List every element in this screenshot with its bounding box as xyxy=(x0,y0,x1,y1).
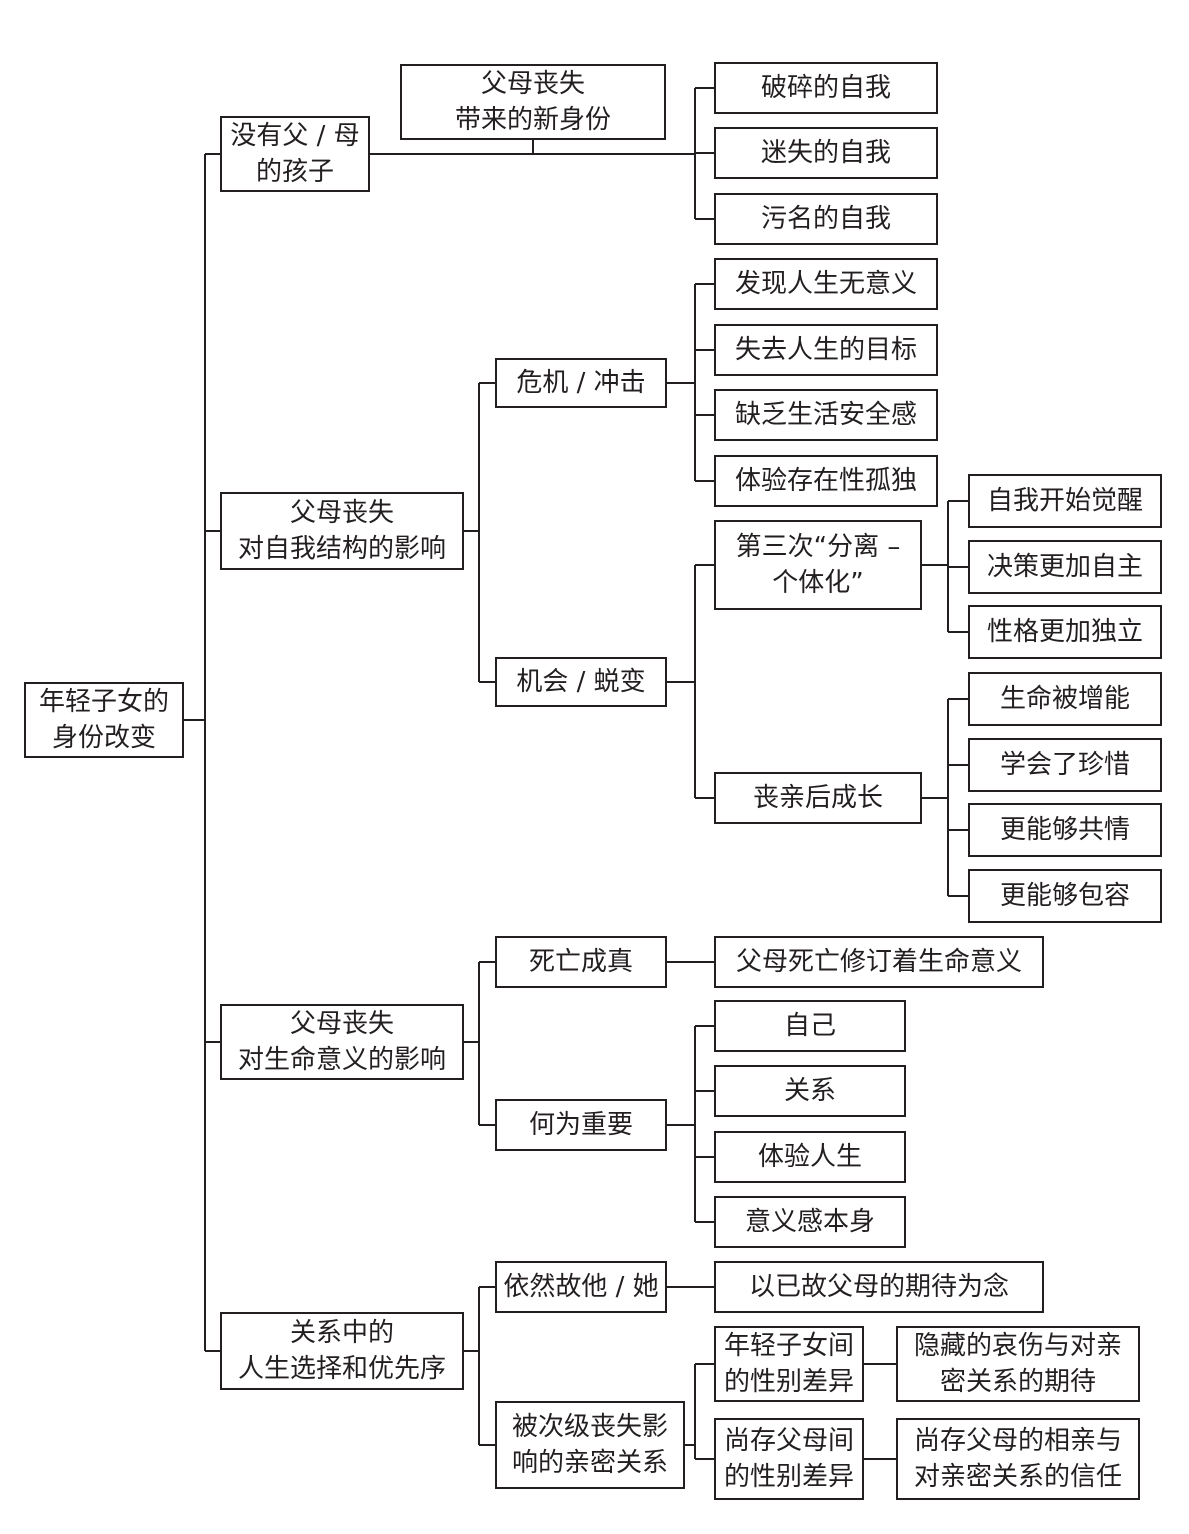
leaf-broken-self: 破碎的自我 xyxy=(714,62,938,114)
leaf-hidden-grief: 隐藏的哀伤与对亲密关系的期待 xyxy=(896,1326,1140,1402)
sub-post-bereavement-growth: 丧亲后成长 xyxy=(714,772,922,824)
sub-parent-gender-diff: 尚存父母间的性别差异 xyxy=(714,1418,864,1500)
leaf-existential-loneliness: 体验存在性孤独 xyxy=(714,455,938,507)
sub-crisis: 危机 / 冲击 xyxy=(495,358,667,408)
root-node: 年轻子女的身份改变 xyxy=(24,682,184,758)
leaf-lost-self: 迷失的自我 xyxy=(714,127,938,179)
leaf-relationships: 关系 xyxy=(714,1065,906,1117)
leaf-independent-character: 性格更加独立 xyxy=(968,605,1162,659)
leaf-experience-life: 体验人生 xyxy=(714,1131,906,1183)
leaf-self-awakening: 自我开始觉醒 xyxy=(968,474,1162,528)
sub-secondary-loss: 被次级丧失影响的亲密关系 xyxy=(495,1401,685,1489)
leaf-learned-cherish: 学会了珍惜 xyxy=(968,738,1162,792)
leaf-stigmatized-self: 污名的自我 xyxy=(714,193,938,245)
sub-what-matters: 何为重要 xyxy=(495,1099,667,1151)
leaf-empowered-life: 生命被增能 xyxy=(968,672,1162,726)
branch-orphan-child-label: 父母丧失带来的新身份 xyxy=(400,64,666,140)
leaf-more-tolerance: 更能够包容 xyxy=(968,869,1162,923)
sub-opportunity: 机会 / 蜕变 xyxy=(495,657,667,707)
sub-youth-gender-diff: 年轻子女间的性别差异 xyxy=(714,1326,864,1402)
branch-orphan-child: 没有父 / 母的孩子 xyxy=(220,116,370,192)
leaf-meaningless: 发现人生无意义 xyxy=(714,258,938,310)
leaf-revised-meaning: 父母死亡修订着生命意义 xyxy=(714,936,1044,988)
leaf-parents-trust: 尚存父母的相亲与对亲密关系的信任 xyxy=(896,1418,1140,1500)
leaf-self: 自己 xyxy=(714,1000,906,1052)
leaf-insecurity: 缺乏生活安全感 xyxy=(714,389,938,441)
sub-still-same: 依然故他 / 她 xyxy=(495,1261,667,1313)
leaf-parents-expectations: 以已故父母的期待为念 xyxy=(714,1261,1044,1313)
sub-separation-individuation: 第三次“分离 –个体化” xyxy=(714,520,922,610)
leaf-more-empathy: 更能够共情 xyxy=(968,803,1162,857)
leaf-sense-of-meaning: 意义感本身 xyxy=(714,1196,906,1248)
sub-death-real: 死亡成真 xyxy=(495,936,667,988)
branch-life-meaning: 父母丧失对生命意义的影响 xyxy=(220,1004,464,1080)
branch-self-structure: 父母丧失对自我结构的影响 xyxy=(220,492,464,570)
leaf-lost-goal: 失去人生的目标 xyxy=(714,324,938,376)
leaf-autonomous-decisions: 决策更加自主 xyxy=(968,540,1162,594)
branch-relationship-choices: 关系中的人生选择和优先序 xyxy=(220,1312,464,1390)
